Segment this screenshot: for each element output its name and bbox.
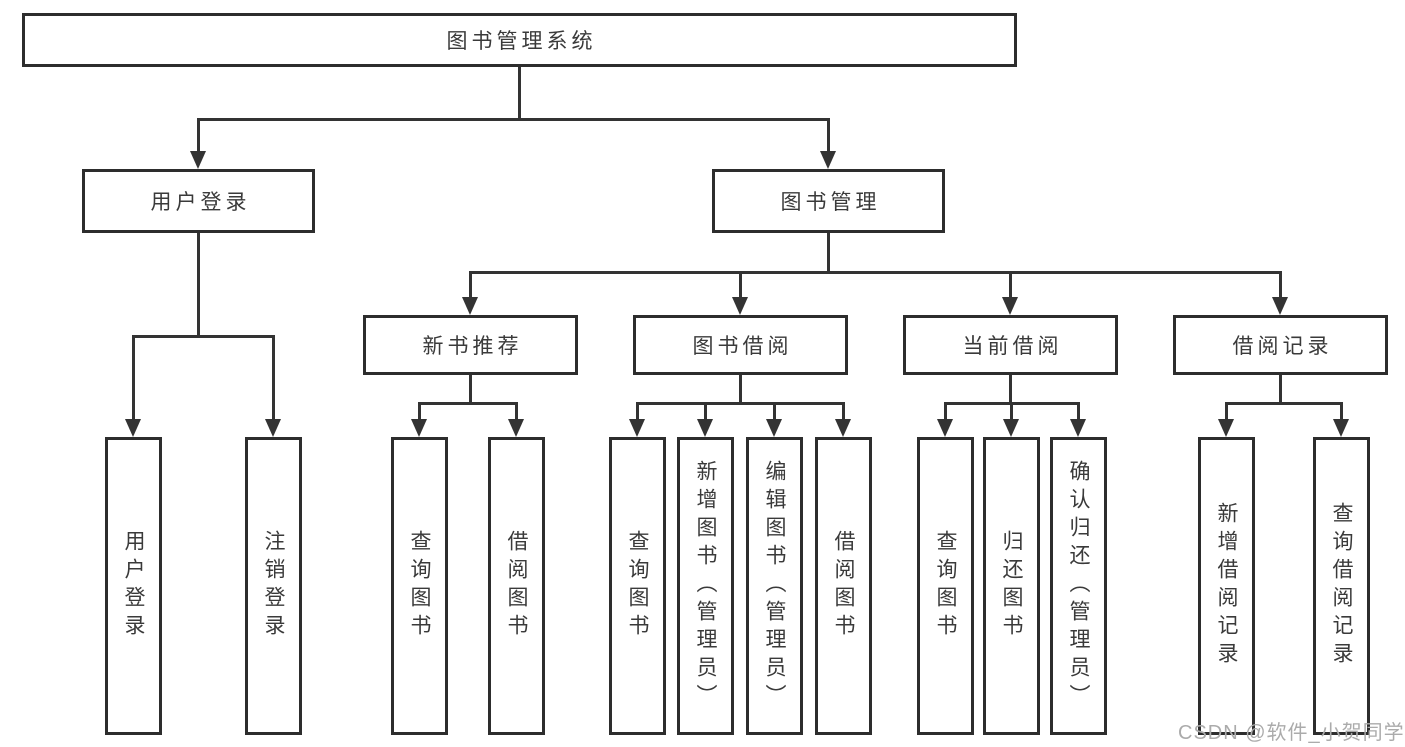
node-borrowing-records: 借阅记录 [1173, 315, 1388, 375]
connector-userlogin-branch [132, 335, 275, 338]
connector-stub [1009, 271, 1012, 299]
connector-stub [132, 335, 135, 421]
node-label: 归还图书 [1000, 530, 1023, 642]
leaf-query-books-2: 查询图书 [609, 437, 666, 735]
node-label: 图书管理 [780, 191, 881, 214]
arrow-down-icon [766, 419, 782, 437]
leaf-query-books-1: 查询图书 [391, 437, 448, 735]
connector-borrow-branch [636, 402, 845, 405]
node-label: 查询图书 [626, 530, 649, 642]
leaf-return-book: 归还图书 [983, 437, 1040, 735]
connector-stub [418, 402, 421, 421]
connector-stub [773, 402, 776, 421]
connector-newbook-stem [469, 375, 472, 405]
connector-bookmgmt-stem [827, 233, 830, 274]
arrow-down-icon [190, 151, 206, 169]
node-label: 新增借阅记录 [1215, 502, 1238, 670]
leaf-query-borrow-record: 查询借阅记录 [1313, 437, 1370, 735]
arrow-down-icon [462, 297, 478, 315]
node-label: 确认归还（管理员） [1067, 460, 1090, 712]
arrow-down-icon [835, 419, 851, 437]
connector-stub [842, 402, 845, 421]
node-label: 注销登录 [262, 530, 285, 642]
connector-root-branch [197, 118, 830, 121]
arrow-down-icon [125, 419, 141, 437]
node-user-login: 用户登录 [82, 169, 315, 233]
node-label: 用户登录 [122, 530, 145, 642]
arrow-down-icon [1333, 419, 1349, 437]
connector-stub [1077, 402, 1080, 421]
connector-stub [1279, 271, 1282, 299]
leaf-edit-book-admin: 编辑图书（管理员） [746, 437, 803, 735]
arrow-down-icon [508, 419, 524, 437]
connector-records-branch [1225, 402, 1343, 405]
node-book-borrowing: 图书借阅 [633, 315, 848, 375]
node-label: 借阅图书 [505, 530, 528, 642]
connector-stub [1225, 402, 1228, 421]
node-current-borrowing: 当前借阅 [903, 315, 1118, 375]
connector-records-stem [1279, 375, 1282, 405]
node-new-book-recommend: 新书推荐 [363, 315, 578, 375]
connector-bookmgmt-branch [469, 271, 1282, 274]
arrow-down-icon [697, 419, 713, 437]
node-label: 图书借阅 [692, 335, 793, 358]
node-label: 编辑图书（管理员） [763, 460, 786, 712]
connector-stub [1340, 402, 1343, 421]
connector-stub [1010, 402, 1013, 421]
node-label: 借阅图书 [832, 530, 855, 642]
connector-root-stem [518, 67, 521, 121]
arrow-down-icon [732, 297, 748, 315]
node-label: 查询借阅记录 [1330, 502, 1353, 670]
connector-stub [704, 402, 707, 421]
node-label: 查询图书 [934, 530, 957, 642]
leaf-logout: 注销登录 [245, 437, 302, 735]
arrow-down-icon [937, 419, 953, 437]
connector-userlogin-stem [197, 233, 200, 338]
connector-stub [636, 402, 639, 421]
arrow-down-icon [411, 419, 427, 437]
leaf-query-books-3: 查询图书 [917, 437, 974, 735]
connector-stub [272, 335, 275, 421]
leaf-user-login: 用户登录 [105, 437, 162, 735]
connector-stub [944, 402, 947, 421]
node-label: 查询图书 [408, 530, 431, 642]
connector-current-stem [1009, 375, 1012, 405]
connector-stub [469, 271, 472, 299]
leaf-add-borrow-record: 新增借阅记录 [1198, 437, 1255, 735]
node-label: 当前借阅 [962, 335, 1063, 358]
arrow-down-icon [629, 419, 645, 437]
leaf-borrow-books-1: 借阅图书 [488, 437, 545, 735]
leaf-confirm-return-admin: 确认归还（管理员） [1050, 437, 1107, 735]
node-label: 借阅记录 [1232, 335, 1333, 358]
arrow-down-icon [820, 151, 836, 169]
node-label: 新书推荐 [422, 335, 523, 358]
connector-borrow-stem [739, 375, 742, 405]
connector-newbook-branch [418, 402, 518, 405]
arrow-down-icon [1070, 419, 1086, 437]
leaf-borrow-books-2: 借阅图书 [815, 437, 872, 735]
arrow-down-icon [1002, 297, 1018, 315]
leaf-add-book-admin: 新增图书（管理员） [677, 437, 734, 735]
node-book-management: 图书管理 [712, 169, 945, 233]
arrow-down-icon [265, 419, 281, 437]
connector-stub [197, 118, 200, 153]
connector-stub [739, 271, 742, 299]
connector-stub [515, 402, 518, 421]
connector-stub [827, 118, 830, 153]
watermark-text: CSDN @软件_小贺同学 [1178, 722, 1405, 744]
arrow-down-icon [1003, 419, 1019, 437]
node-label: 用户登录 [150, 191, 251, 214]
arrow-down-icon [1272, 297, 1288, 315]
node-library-system: 图书管理系统 [22, 13, 1017, 67]
arrow-down-icon [1218, 419, 1234, 437]
node-label: 新增图书（管理员） [694, 460, 717, 712]
node-label: 图书管理系统 [446, 30, 597, 53]
